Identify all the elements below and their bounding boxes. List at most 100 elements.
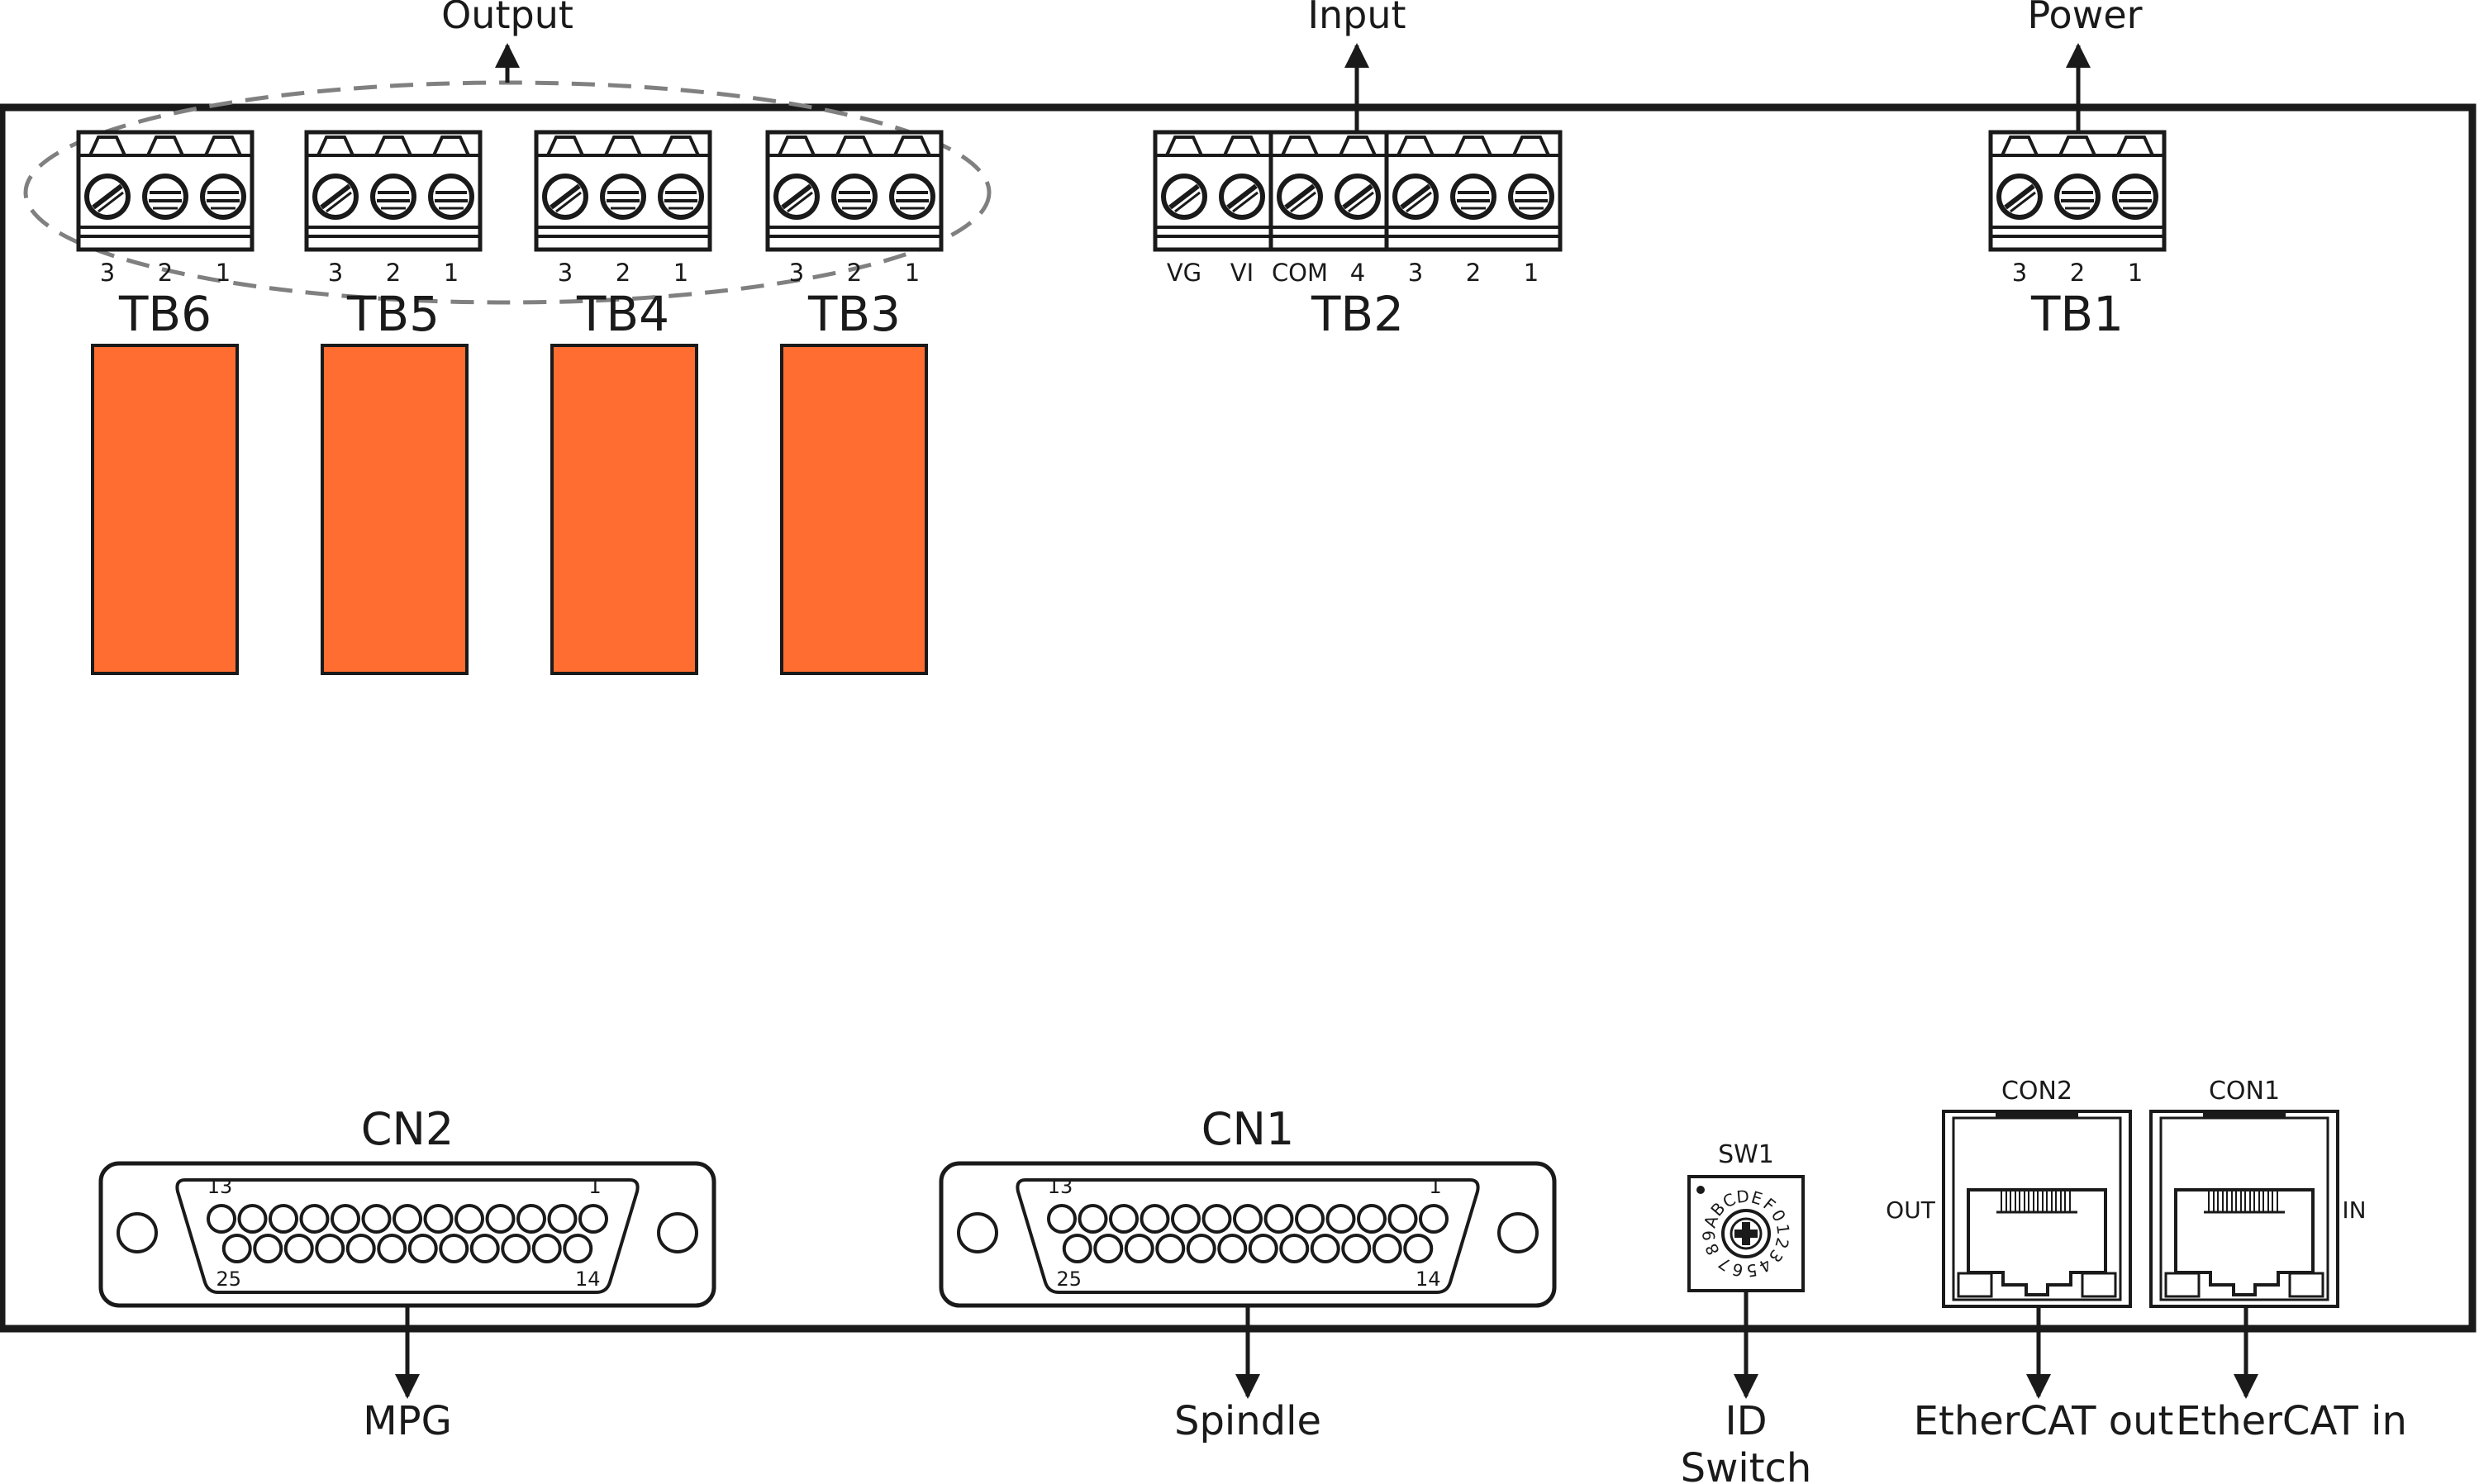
dsub-pin [1233,1204,1263,1234]
dsub-pin [221,1234,252,1263]
mounting-hole [657,1212,698,1253]
dsub-pin [1078,1204,1108,1234]
relay-tb3 [780,344,928,675]
terminal-pin-label: 3 [2012,259,2027,287]
rj45-contact [2064,1190,2071,1213]
dsub-pin [1341,1234,1372,1263]
terminal-screw [773,174,820,220]
dsub-pin [1387,1204,1418,1234]
dsub-pin [1155,1234,1186,1263]
terminal-pin-label: 4 [1350,259,1365,287]
terminal-screw [1161,174,1207,220]
dsub-pin [315,1234,345,1263]
dsub-pin [454,1204,484,1234]
rj45-contact [2208,1190,2215,1213]
terminal-block-label: TB6 [118,286,212,342]
terminal-screw [658,174,704,220]
terminal-pin-label: 2 [386,259,401,287]
dsub-pin [345,1234,376,1263]
dsub-pin [469,1234,500,1263]
rj45-contact [2272,1190,2278,1213]
dsub-pin [393,1204,422,1234]
dsub-pin [1201,1204,1232,1234]
terminal-screw [542,174,588,220]
svg-text:9: 9 [1699,1230,1720,1241]
terminal-pin-label: 1 [2128,259,2143,287]
dsub-pin [1124,1234,1154,1263]
rj45-contact [2010,1190,2016,1213]
rj45-led [1957,1272,1993,1298]
rj45-contact [2046,1190,2053,1213]
dsub-pin [563,1234,593,1263]
id-switch-label-line2: Switch [1681,1445,1812,1484]
rotary-switch-label: SW1 [1718,1140,1774,1169]
dsub-connector-label: CN2 [361,1103,454,1155]
svg-text:1: 1 [1772,1223,1793,1236]
terminal-screw [1219,174,1265,220]
rj45-led [2288,1272,2324,1298]
dsub-pin [1357,1204,1387,1234]
dsub-pin [253,1234,283,1263]
id-switch-label-line1: ID [1725,1398,1767,1444]
dsub-pin [1062,1234,1092,1263]
terminal-screw [84,174,131,220]
terminal-block-label: TB5 [346,286,440,342]
dsub-pin-number: 13 [207,1175,233,1198]
rj45-contact [2235,1190,2242,1213]
terminal-pin-label: 3 [789,259,804,287]
ethercat-in-label: EtherCAT in [2176,1398,2407,1444]
relay-tb6 [91,344,239,675]
rj45-contact [2028,1190,2034,1213]
terminal-pin-label: 3 [328,259,343,287]
terminal-screw [428,174,474,220]
dsub-pin-number: 1 [588,1175,601,1198]
rj45-contact [2253,1190,2260,1213]
dsub-pin [501,1234,531,1263]
terminal-screw [1450,174,1496,220]
dsub-pin [578,1204,608,1234]
svg-text:2: 2 [1771,1235,1792,1251]
dsub-pin [407,1234,438,1263]
dsub-pin [485,1204,516,1234]
spindle-label: Spindle [1174,1398,1321,1444]
dsub-pin [1419,1204,1449,1234]
dial-slot [1734,1222,1758,1245]
terminal-screw [831,174,878,220]
svg-text:5: 5 [1745,1260,1758,1282]
board-outline [0,103,2477,1333]
power-label: Power [2027,0,2142,37]
dsub-pin [269,1204,298,1234]
terminal-pin-label: 3 [100,259,115,287]
rj45-contact [2001,1190,2007,1213]
dsub-pin [1310,1234,1340,1263]
terminal-block-label: TB4 [576,286,669,342]
dsub-pin [1248,1234,1278,1263]
rj45-contact [2217,1190,2224,1213]
rj45-port-label: CON1 [2209,1077,2280,1106]
terminal-block-label: TB1 [2030,286,2124,342]
terminal-screw [1392,174,1439,220]
rj45-contact [2019,1190,2025,1213]
terminal-pin-label: 3 [558,259,573,287]
terminal-pin-label: 1 [673,259,688,287]
terminal-pin-label: 2 [616,259,630,287]
rj45-port-label: CON2 [2001,1077,2072,1106]
dsub-pin [331,1204,360,1234]
dsub-pin [439,1234,469,1263]
rj45-led [2164,1272,2201,1298]
terminal-screw [1335,174,1381,220]
terminal-pin-label: COM [1272,259,1328,287]
terminal-pin-label: 1 [905,259,920,287]
terminal-pin-label: 1 [1524,259,1539,287]
rj45-contact [2263,1190,2269,1213]
mounting-hole [957,1212,998,1253]
